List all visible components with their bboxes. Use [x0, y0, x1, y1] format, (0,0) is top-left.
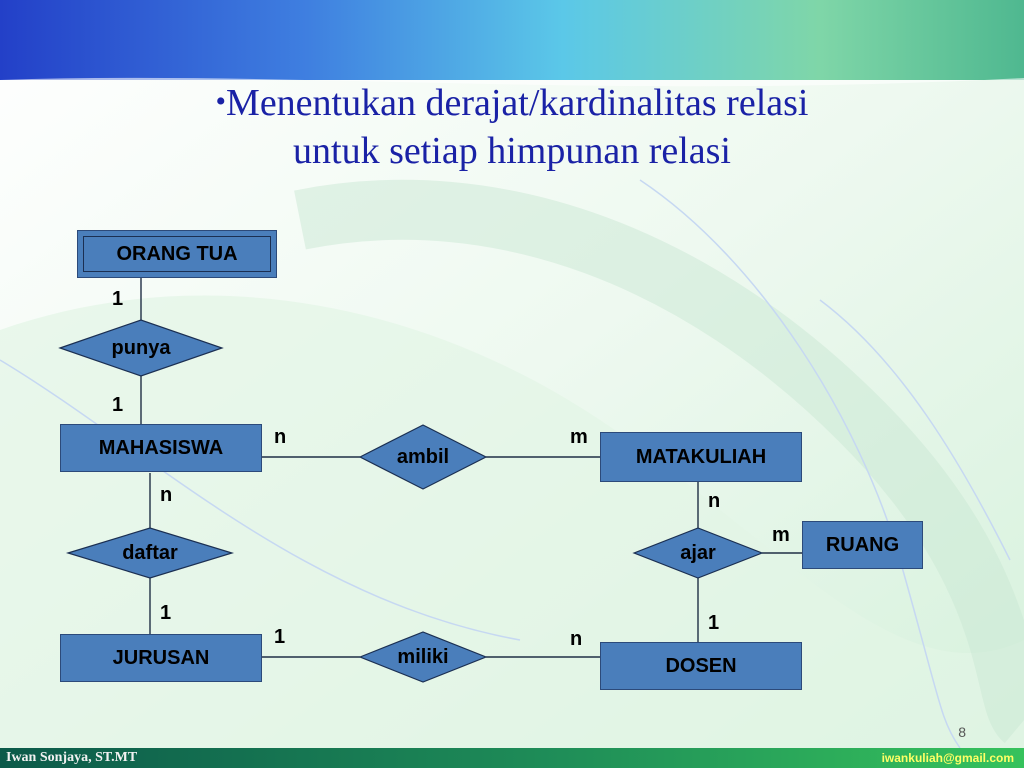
relationship-ajar-label: ajar: [680, 541, 716, 564]
entity-orang-tua-label: ORANG TUA: [116, 242, 238, 265]
entity-ruang: RUANG: [802, 521, 923, 569]
entity-orang-tua: ORANG TUA: [77, 230, 277, 278]
slide-title: •Menentukan derajat/kardinalitas relasi …: [40, 78, 984, 175]
cardinality-dosen-miliki: n: [570, 628, 583, 650]
title-line-1: •Menentukan derajat/kardinalitas relasi: [40, 78, 984, 127]
entity-matakuliah: MATAKULIAH: [600, 432, 802, 482]
footer-email: iwankuliah@gmail.com: [881, 751, 1014, 765]
relationship-ajar: ajar: [634, 533, 762, 573]
relationship-ambil: ambil: [360, 437, 486, 477]
relationship-daftar-label: daftar: [122, 541, 178, 564]
cardinality-orangtua-punya: 1: [112, 288, 124, 310]
relationship-miliki-label: miliki: [397, 645, 449, 668]
cardinality-jurusan-daftar: 1: [160, 602, 172, 624]
relationship-punya-label: punya: [111, 336, 171, 359]
cardinality-dosen-ajar: 1: [708, 612, 720, 634]
entity-matakuliah-label: MATAKULIAH: [635, 445, 767, 468]
entity-mahasiswa: MAHASISWA: [60, 424, 262, 472]
title-line-1-text: Menentukan derajat/kardinalitas relasi: [226, 82, 809, 124]
entity-ruang-label: RUANG: [825, 533, 900, 556]
diamond-punya: [58, 319, 224, 377]
relationship-punya: punya: [60, 328, 222, 368]
diamond-miliki: [358, 631, 488, 683]
cardinality-matakuliah-ajar: n: [708, 490, 721, 512]
relationship-daftar: daftar: [68, 533, 232, 573]
entity-dosen: DOSEN: [600, 642, 802, 690]
cardinality-mahasiswa-ambil: n: [274, 426, 287, 448]
relationship-ambil-label: ambil: [396, 445, 450, 468]
diamond-ambil: [358, 424, 488, 490]
cardinality-ruang-ajar: m: [772, 524, 790, 546]
cardinality-matakuliah-ambil: m: [570, 426, 588, 448]
cardinality-mahasiswa-daftar: n: [160, 484, 173, 506]
footer-author: Iwan Sonjaya, ST.MT: [6, 750, 138, 765]
relationship-miliki: miliki: [360, 637, 486, 677]
diamond-ajar: [632, 527, 764, 579]
page-number: 8: [958, 724, 966, 740]
title-bullet: •: [215, 85, 227, 118]
entity-jurusan-label: JURUSAN: [112, 646, 210, 669]
entity-mahasiswa-label: MAHASISWA: [98, 436, 224, 459]
cardinality-jurusan-miliki: 1: [274, 626, 286, 648]
cardinality-mahasiswa-punya: 1: [112, 394, 124, 416]
entity-dosen-label: DOSEN: [665, 654, 737, 677]
title-line-2: untuk setiap himpunan relasi: [293, 130, 731, 172]
footer-bar: Iwan Sonjaya, ST.MT iwankuliah@gmail.com: [0, 748, 1024, 768]
diamond-daftar: [65, 527, 235, 579]
entity-jurusan: JURUSAN: [60, 634, 262, 682]
